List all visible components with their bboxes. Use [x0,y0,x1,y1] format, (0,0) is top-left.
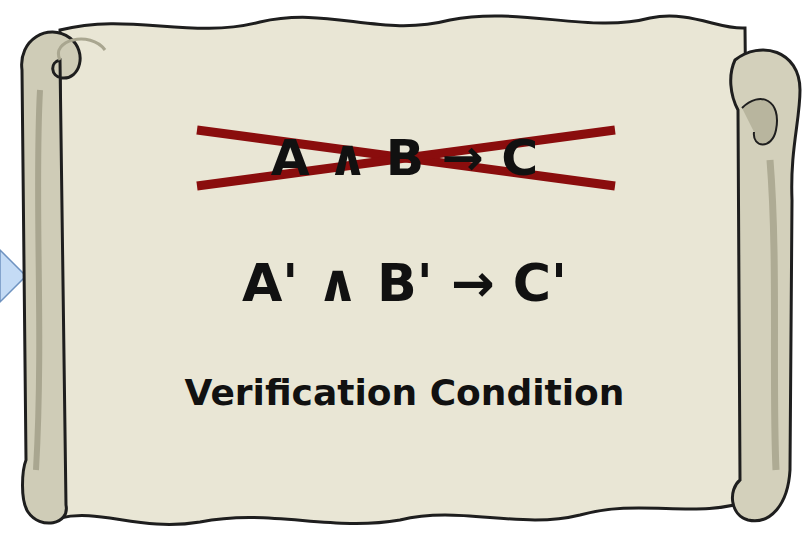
left-roll [22,32,81,523]
curl-line [58,39,105,60]
roll-shade [770,160,776,470]
caption-text: Verification Condition [0,372,809,413]
roll-curl [742,99,777,144]
right-roll [731,50,800,521]
formula-text: A' ∧ B' → C' [0,253,809,313]
arrow-tip [0,250,26,302]
formula-text: A ∧ B → C [0,129,809,187]
roll-shade [36,90,40,470]
